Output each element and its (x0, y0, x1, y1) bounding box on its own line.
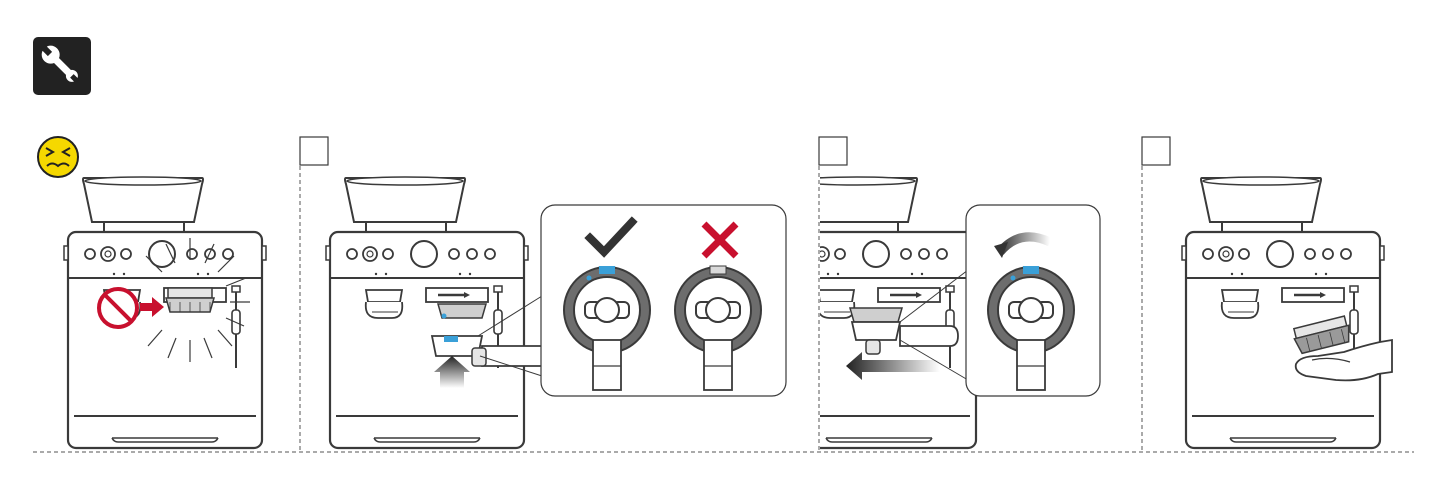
burr-orientation-callout (541, 205, 786, 396)
step-number-box (300, 137, 328, 165)
panel-step-1 (300, 137, 786, 448)
panel-step-2 (778, 137, 1100, 448)
burr-locked (850, 308, 902, 322)
panel-step-3 (1142, 137, 1392, 448)
burr-in-place (438, 304, 486, 319)
rotate-burr-callout (966, 205, 1100, 396)
prohibited-icon (99, 289, 137, 327)
wrench-icon (33, 37, 91, 95)
step-number-box (1142, 137, 1170, 165)
espresso-machine-illustration (326, 177, 528, 448)
panel-problem (38, 137, 266, 448)
distressed-face-icon (38, 137, 78, 177)
espresso-machine-illustration (1182, 177, 1384, 448)
step-number-box (819, 137, 847, 165)
espresso-machine-illustration (64, 177, 266, 448)
